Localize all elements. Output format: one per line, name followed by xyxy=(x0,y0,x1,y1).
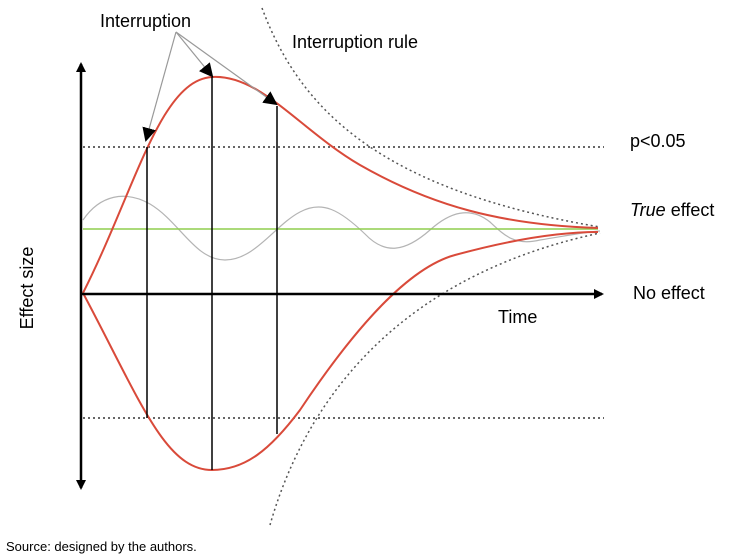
source-note: Source: designed by the authors. xyxy=(6,539,197,554)
no-effect-label: No effect xyxy=(633,283,705,303)
interruption-pointer-1 xyxy=(142,31,177,142)
interruption-rule-upper-curve xyxy=(261,7,601,228)
true-effect-label-rest: effect xyxy=(666,200,715,220)
lower-bound-curve xyxy=(82,231,599,472)
interruption-label: Interruption xyxy=(100,11,191,31)
interruption-rule-lower-curve xyxy=(269,232,601,526)
significance-label: p<0.05 xyxy=(630,131,686,151)
true-effect-label: True effect xyxy=(630,200,714,220)
effect-size-axis-label: Effect size xyxy=(17,247,37,330)
interruption-rule-label: Interruption rule xyxy=(292,32,418,52)
upper-bound-curve xyxy=(82,75,599,294)
noise-wave xyxy=(82,195,601,261)
interruption-pointer-3 xyxy=(175,31,278,106)
interruption-pointer-2 xyxy=(175,31,214,78)
true-effect-label-italic: True xyxy=(630,200,666,220)
time-axis-label: Time xyxy=(498,307,537,327)
